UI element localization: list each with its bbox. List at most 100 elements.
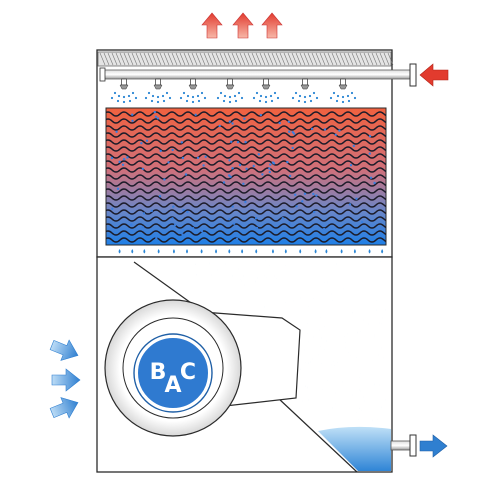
fill-drop [230,140,233,143]
water-drop-icon [241,249,244,254]
hatch-line [135,52,142,66]
fill-drop [145,139,149,142]
fill-drop [121,163,125,166]
fill-drop [122,158,126,161]
hatch-line [143,52,150,66]
hatch-line [335,52,342,66]
air-inlet-arrows [49,339,81,419]
fill-drop [116,187,120,190]
hatch-line [311,52,318,66]
hatch-line [339,52,346,66]
fill-drop [232,222,236,225]
falling-water-drops [118,249,386,422]
hatch-line [375,52,382,66]
fill-drop [295,205,298,208]
fill-drop [194,113,197,117]
fill-drop [301,200,304,203]
hatch-line [327,52,334,66]
fill-drop [181,233,184,236]
fill-water-drops [110,110,376,240]
hatch-line [195,52,202,66]
fill-drop [140,142,143,145]
fill-drop [244,200,247,204]
fill-drop [173,224,177,227]
bac-logo-letter-b: B [150,360,167,385]
water-drop-icon [381,249,384,254]
hatch-line [211,52,218,66]
fill-drop [233,234,236,237]
outlet-pipe-flange [409,434,417,457]
hatch-line [107,52,114,66]
spray-nozzle-icon [216,78,244,104]
fill-drop [204,155,207,158]
fill-drop [242,182,245,185]
hatch-line [103,52,110,66]
cold-water-basin [318,426,391,471]
spray-nozzle-icon [329,78,357,104]
fill-drop [118,160,121,163]
fill-drop [129,223,133,226]
pipe-end-cap [99,67,106,82]
hatch-line [307,52,314,66]
hatch-line [187,52,194,66]
hatch-line [179,52,186,66]
fill-drop [180,141,183,144]
fill-drop [186,210,189,214]
fill-drop [257,153,260,156]
hatch-line [219,52,226,66]
fill-drop [278,121,281,125]
hatch-line [171,52,178,66]
hatch-line [283,52,290,66]
hatch-line [291,52,298,66]
fill-drop [334,133,337,136]
fill-drop [184,173,188,176]
fill-drop [231,122,234,125]
hatch-line [295,52,302,66]
hatch-line [287,52,294,66]
water-drop-icon [131,249,134,254]
fill-drop [286,160,289,164]
bac-logo-letter-a: A [164,373,181,398]
fill-drop [202,164,205,167]
hatch-line [347,52,354,66]
fill-drop [245,167,248,170]
hatch-line [167,52,174,66]
fill-wave-line [106,125,386,131]
hatch-line [299,52,306,66]
fill-drop [244,140,247,144]
fill-wave-line [106,139,386,145]
hatch-line [371,52,378,66]
fill-drop [352,144,355,148]
hatch-line [247,52,254,66]
hatch-line [387,52,394,66]
fill-drop [115,130,118,133]
water-drop-icon [340,249,343,254]
fill-drop [196,156,200,159]
fill-drop [155,237,158,240]
fill-drop [141,225,144,229]
hatch-line [263,52,270,66]
spray-nozzles [110,78,357,104]
fill-drop [348,203,352,206]
fill-drop [349,164,353,167]
fill-drop [218,124,221,128]
fill-drop [368,135,372,138]
spray-nozzle-icon [144,78,172,104]
spray-nozzle-icon [179,78,207,104]
fill-drop [133,237,136,240]
hatch-line [243,52,250,66]
hatch-line [319,52,326,66]
fill-drop [269,163,272,166]
water-drop-icon [200,249,203,254]
drift-eliminator [97,51,392,67]
hatch-line [343,52,350,66]
hatch-line [99,52,106,66]
hatch-line [275,52,282,66]
fill-drop [294,193,297,196]
fill-wave-line [106,153,386,159]
hatch-line [159,52,166,66]
fill-drop [323,128,327,131]
water-drop-icon [118,249,121,254]
fill-drop [255,226,259,230]
hatch-line [315,52,322,66]
